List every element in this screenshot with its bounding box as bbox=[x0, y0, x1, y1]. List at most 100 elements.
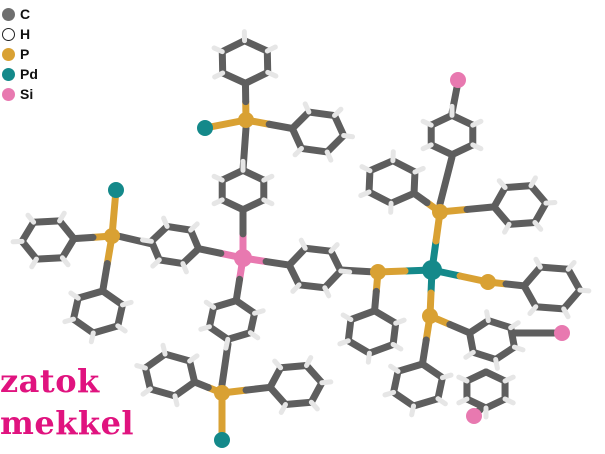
ring-bond-168 bbox=[490, 184, 509, 211]
h-bond-118 bbox=[187, 353, 200, 364]
h-bond-104 bbox=[62, 316, 77, 325]
h-bond-36 bbox=[223, 336, 231, 351]
phosphorus-atom-6 bbox=[480, 274, 496, 290]
ring-bond-70 bbox=[305, 108, 339, 120]
hetero-bond-167 bbox=[410, 189, 431, 207]
h-bond-37 bbox=[198, 324, 212, 332]
palladium-atom-3 bbox=[214, 432, 230, 448]
ring-bond-146 bbox=[344, 316, 355, 345]
h-bond-176 bbox=[543, 199, 558, 206]
palladium-atom-2 bbox=[108, 182, 124, 198]
silicon-atom-dot bbox=[2, 87, 15, 101]
ring-bond-124 bbox=[307, 379, 326, 406]
h-bond-49 bbox=[328, 242, 340, 254]
h-bond-127 bbox=[272, 358, 284, 371]
ring-bond-18 bbox=[163, 222, 195, 234]
phosphorus-atom-3 bbox=[214, 385, 230, 401]
legend-row-hydrogen: H bbox=[2, 24, 38, 44]
ring-bond-184 bbox=[560, 286, 584, 313]
ring-bond-185 bbox=[532, 303, 568, 313]
h-bond-114 bbox=[172, 393, 180, 408]
hetero-bond-40 bbox=[232, 275, 244, 305]
carbon-atom-dot bbox=[2, 7, 15, 21]
h-bond-243 bbox=[456, 396, 470, 406]
ring-bond-225 bbox=[448, 141, 477, 159]
h-bond-131 bbox=[278, 402, 288, 415]
h-bond-92 bbox=[57, 210, 67, 224]
phosphorus-atom-4 bbox=[370, 264, 386, 280]
palladium-atom-central bbox=[422, 260, 442, 280]
ring-bond-85 bbox=[18, 218, 38, 245]
hetero-bond-193 bbox=[502, 280, 528, 290]
phosphorus-atom-1 bbox=[238, 112, 254, 128]
h-bond-215 bbox=[511, 344, 526, 353]
ring-bond-237 bbox=[463, 395, 490, 412]
ring-bond-145 bbox=[344, 337, 373, 357]
ring-bond-181 bbox=[520, 263, 544, 290]
ring-bond-195 bbox=[434, 374, 446, 403]
ring-bond-84 bbox=[18, 237, 40, 263]
ring-bond-125 bbox=[281, 398, 315, 409]
ring-bond-158 bbox=[366, 157, 397, 175]
ring-bond-28 bbox=[232, 297, 259, 317]
h-bond-129 bbox=[319, 379, 334, 386]
h-bond-188 bbox=[565, 259, 577, 272]
h-bond-63 bbox=[211, 45, 225, 55]
ring-bond-15 bbox=[155, 256, 187, 268]
ring-bond-5 bbox=[239, 196, 268, 214]
h-bond-226 bbox=[420, 142, 434, 152]
ring-bond-170 bbox=[527, 182, 550, 207]
h-bond-79 bbox=[292, 145, 304, 158]
title-line-1: zatok bbox=[0, 362, 100, 400]
hetero-bond-54 bbox=[262, 258, 293, 269]
ring-bond-142 bbox=[371, 307, 400, 327]
ring-bond-123 bbox=[303, 361, 326, 387]
h-bond-75 bbox=[302, 101, 312, 115]
ring-bond-159 bbox=[389, 157, 419, 176]
ring-bond-197 bbox=[390, 388, 418, 410]
ring-bond-109 bbox=[146, 385, 179, 400]
ring-bond-234 bbox=[482, 368, 509, 385]
legend-label-palladium: Pd bbox=[20, 66, 38, 82]
ring-bond-172 bbox=[505, 218, 539, 228]
ring-bond-239 bbox=[463, 368, 490, 385]
ring-bond-208 bbox=[484, 317, 515, 332]
ring-bond-169 bbox=[501, 182, 535, 192]
ring-bond-182 bbox=[536, 263, 572, 273]
hetero-bond-219 bbox=[446, 320, 474, 337]
hetero-bond-154 bbox=[371, 287, 380, 315]
h-bond-24 bbox=[188, 221, 200, 233]
ring-bond-194 bbox=[418, 360, 446, 382]
ring-bond-210 bbox=[492, 343, 518, 363]
h-bond-152 bbox=[340, 312, 354, 323]
h-bond-20 bbox=[180, 261, 189, 275]
h-bond-241 bbox=[502, 396, 516, 406]
h-bond-6 bbox=[211, 197, 225, 207]
ring-bond-45 bbox=[321, 267, 345, 292]
h-bond-89 bbox=[29, 256, 39, 270]
ring-bond-236 bbox=[482, 395, 509, 412]
h-bond-162 bbox=[358, 189, 372, 199]
h-bond-128 bbox=[304, 355, 314, 368]
ring-bond-98 bbox=[70, 315, 97, 337]
ring-bond-186 bbox=[520, 282, 540, 311]
h-bond-66 bbox=[265, 69, 279, 79]
hydrogen-layer bbox=[10, 29, 592, 420]
h-bond-203 bbox=[382, 389, 397, 398]
ring-bond-2 bbox=[218, 166, 247, 184]
h-bond-148 bbox=[393, 317, 407, 326]
h-bond-175 bbox=[528, 175, 538, 189]
h-bond-35 bbox=[247, 330, 261, 341]
h-bond-165 bbox=[412, 165, 426, 175]
ring-bond-155 bbox=[387, 189, 418, 207]
h-bond-51 bbox=[322, 285, 332, 299]
hetero-bond-26 bbox=[195, 245, 225, 257]
h-bond-216 bbox=[493, 356, 500, 371]
h-bond-217 bbox=[463, 349, 476, 360]
ring-bond-143 bbox=[389, 319, 400, 348]
ring-bond-220 bbox=[427, 141, 456, 159]
ring-bond-72 bbox=[323, 132, 348, 156]
ring-bond-14 bbox=[179, 245, 203, 268]
h-bond-244 bbox=[456, 374, 470, 384]
palladium-atom-dot bbox=[2, 67, 15, 81]
